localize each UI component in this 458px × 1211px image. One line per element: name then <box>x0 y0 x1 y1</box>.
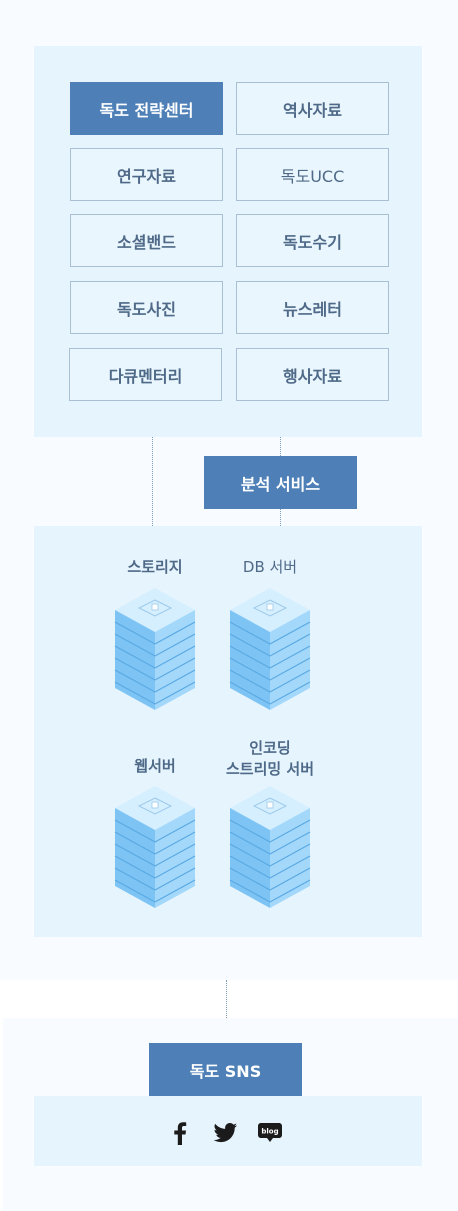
category-button-photos[interactable]: 독도사진 <box>70 281 223 334</box>
category-button-dokdo-strategy-center[interactable]: 독도 전략센터 <box>70 82 223 135</box>
streaming-server-icon <box>229 786 311 908</box>
connector-line-left <box>152 437 153 526</box>
category-button-research[interactable]: 연구자료 <box>70 148 223 201</box>
web-server-label: 웹서버 <box>134 757 176 775</box>
category-button-memoir[interactable]: 독도수기 <box>236 214 389 267</box>
category-button-documentary[interactable]: 다큐멘터리 <box>69 348 222 401</box>
db-server-icon <box>229 588 311 710</box>
web-server-icon <box>114 786 196 908</box>
analysis-service-box[interactable]: 분석 서비스 <box>204 456 357 509</box>
category-button-history[interactable]: 역사자료 <box>236 82 389 135</box>
connector-line-right-top <box>280 437 281 456</box>
category-button-newsletter[interactable]: 뉴스레터 <box>236 281 389 334</box>
blog-icon-text: blog <box>261 1127 278 1135</box>
twitter-icon[interactable] <box>213 1123 238 1143</box>
storage-server-label: 스토리지 <box>127 558 183 576</box>
sns-title-box: 독도 SNS <box>149 1043 302 1096</box>
category-button-social-band[interactable]: 소셜밴드 <box>70 214 223 267</box>
category-button-events[interactable]: 행사자료 <box>236 348 389 401</box>
connector-line-right-bottom <box>280 509 281 526</box>
category-button-ucc[interactable]: 독도UCC <box>236 148 389 201</box>
facebook-icon[interactable] <box>173 1121 187 1145</box>
blog-icon[interactable]: blog <box>258 1123 282 1143</box>
server-panel <box>34 526 422 937</box>
storage-server-icon <box>114 588 196 710</box>
db-server-label: DB 서버 <box>242 558 298 576</box>
connector-line-sns <box>226 980 227 1018</box>
streaming-server-label: 인코딩 스트리밍 서버 <box>225 739 315 778</box>
